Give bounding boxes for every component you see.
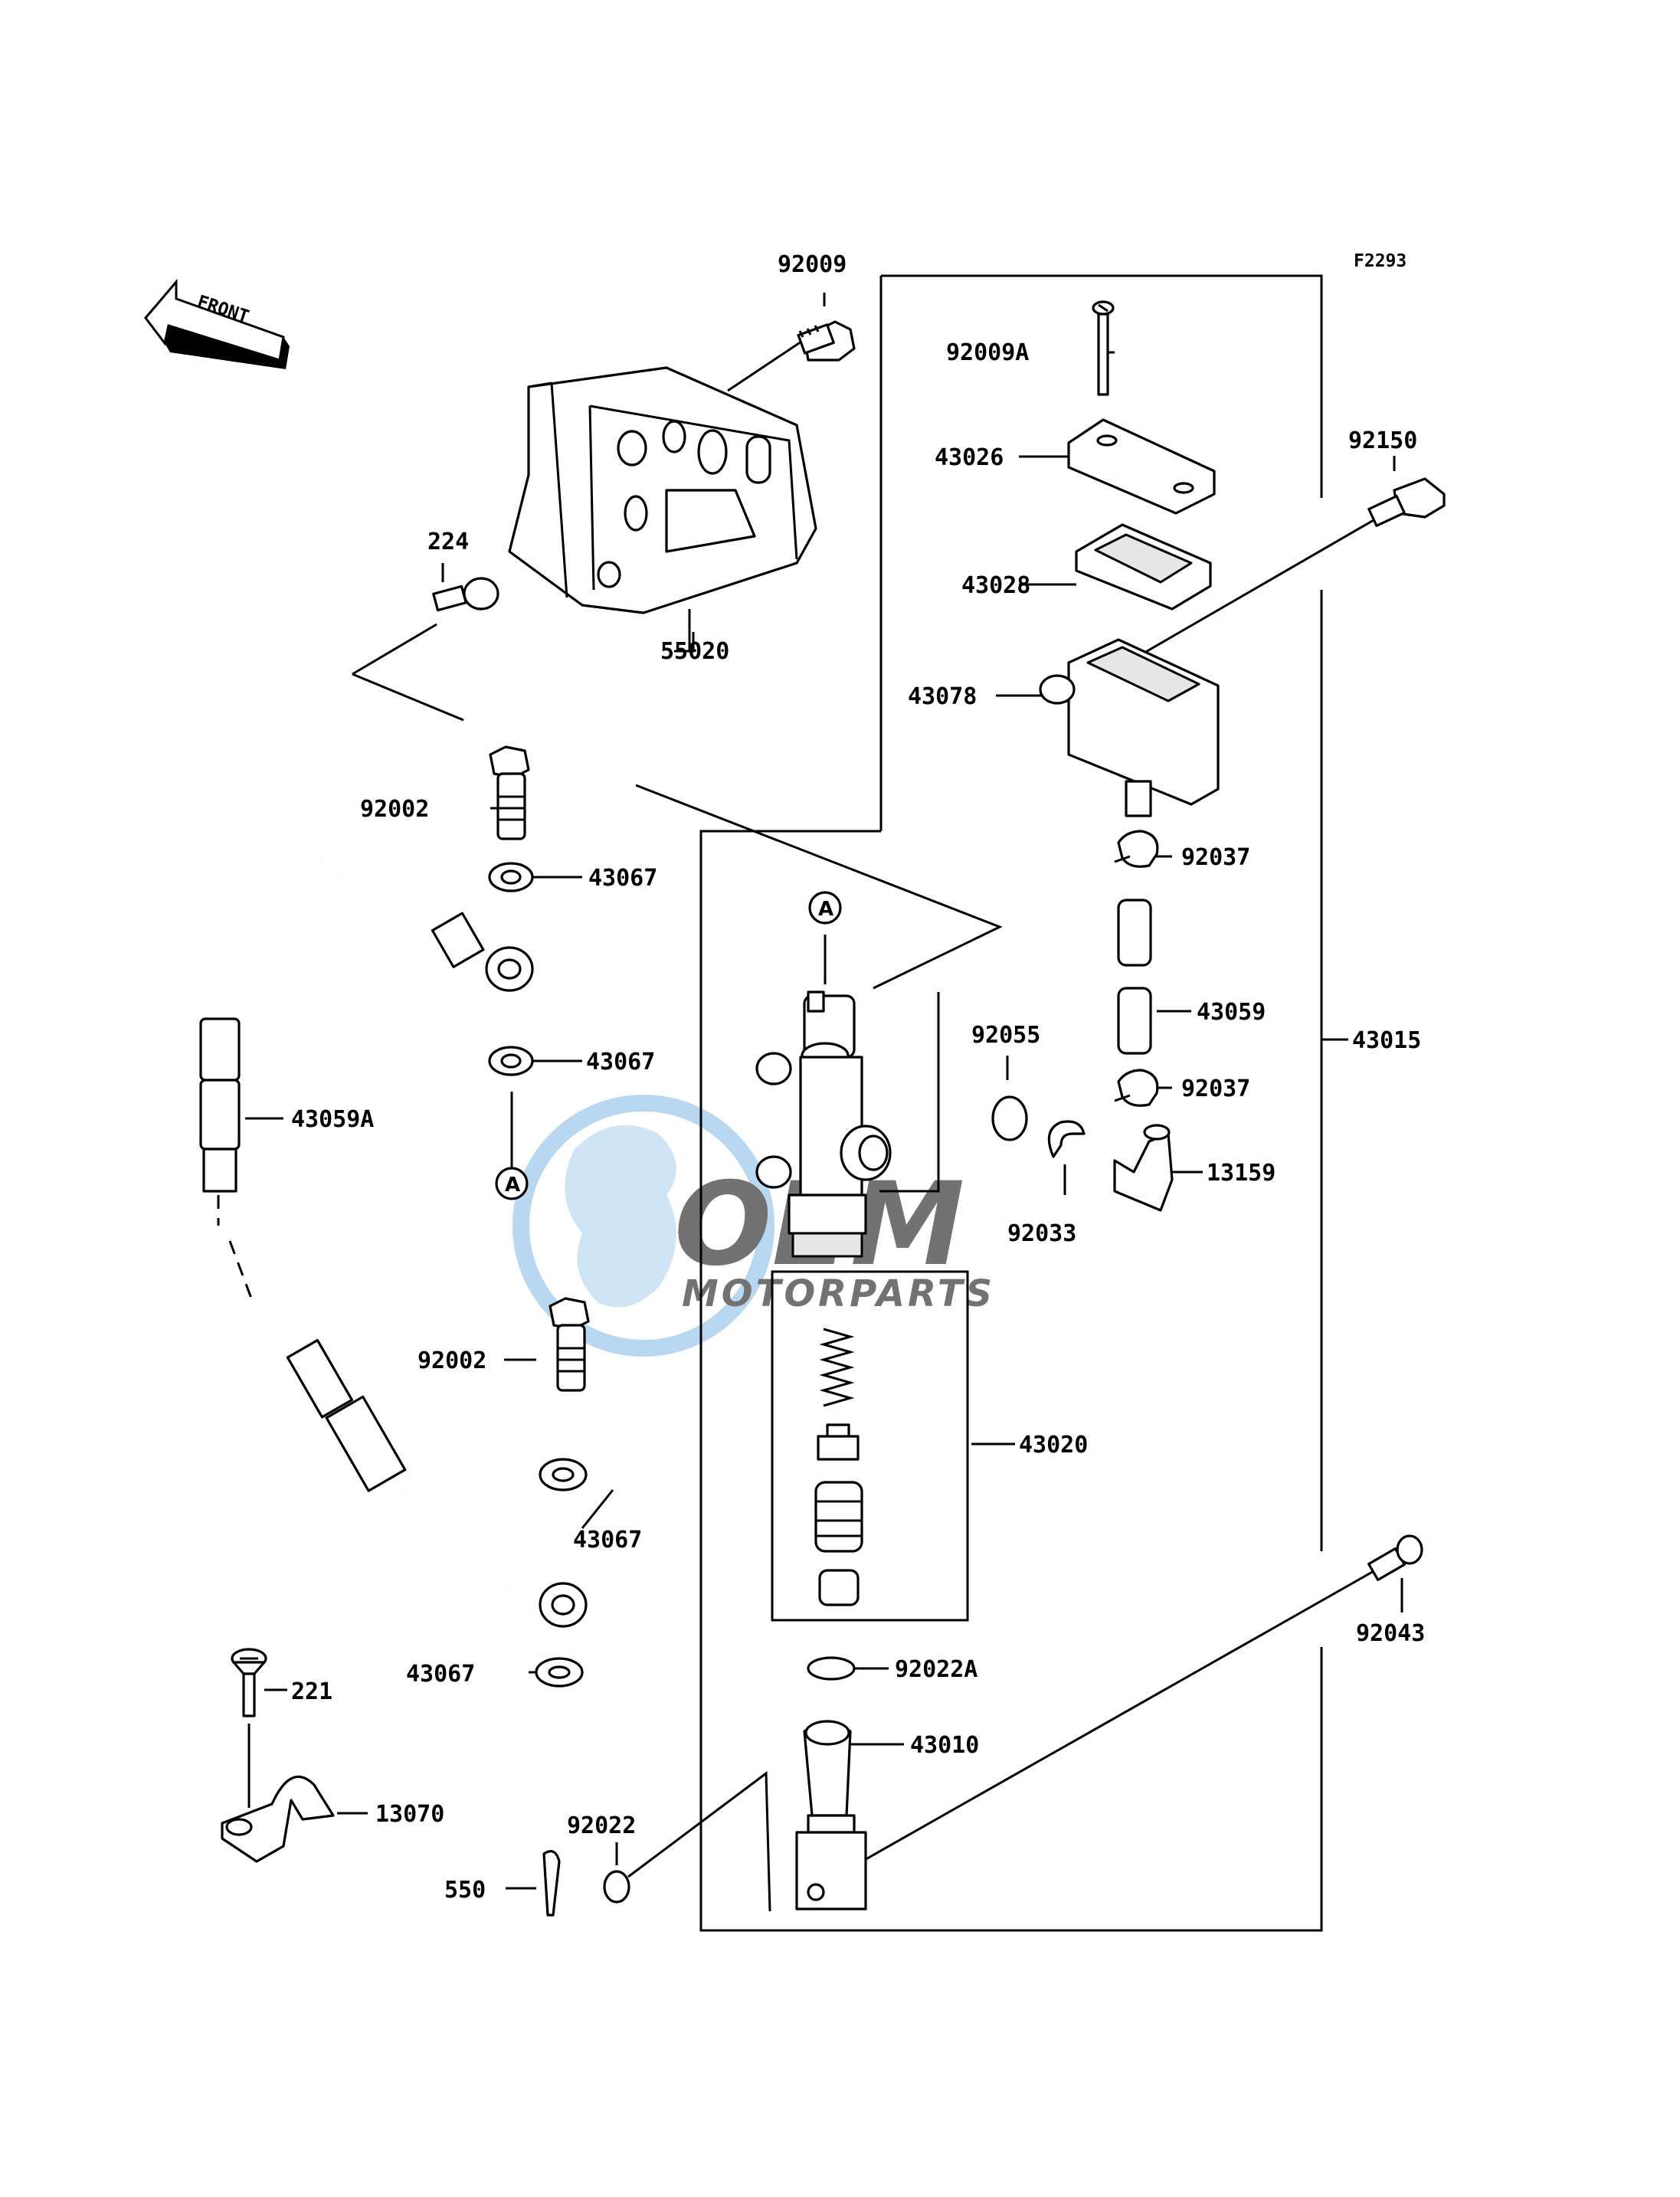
- label-13159: 13159: [1207, 1160, 1276, 1187]
- label-92150: 92150: [1348, 427, 1417, 454]
- washer-43067c: [539, 1458, 588, 1491]
- circlip-92022A: [807, 1656, 856, 1681]
- diaphragm-43028: [1075, 523, 1212, 611]
- label-550: 550: [444, 1877, 486, 1904]
- bolt-92009: [797, 320, 856, 362]
- label-92009: 92009: [778, 251, 847, 278]
- label-43028: 43028: [961, 572, 1030, 599]
- bolt-92150: [1367, 477, 1446, 527]
- svg-text:A: A: [818, 898, 833, 921]
- cotter-pin-550: [542, 1850, 561, 1917]
- screw-92009A: [1092, 300, 1115, 396]
- label-43020: 43020: [1019, 1432, 1088, 1459]
- label-43015: 43015: [1352, 1027, 1421, 1054]
- clamp-92037b: [1114, 1069, 1159, 1107]
- label-43059A: 43059A: [291, 1106, 374, 1133]
- watermark-logo: OEM MOTORPARTS: [513, 1095, 995, 1357]
- washer-92022: [603, 1870, 630, 1904]
- banjo-bolt-92002a: [489, 745, 530, 840]
- screw-221: [231, 1648, 267, 1717]
- label-92022: 92022: [567, 1812, 636, 1839]
- ref-marker-top: A: [808, 891, 842, 925]
- label-221: 221: [291, 1678, 332, 1705]
- part-labels: 92009 92009A 43026 43028 43078 92150 224…: [291, 251, 1425, 1904]
- watermark-sub: MOTORPARTS: [682, 1272, 995, 1315]
- banjo-bolt-92002b: [549, 1297, 590, 1392]
- label-43026: 43026: [935, 444, 1004, 471]
- figure-code: F2293: [1354, 251, 1407, 271]
- label-92022A: 92022A: [895, 1656, 978, 1683]
- internal-kit-43020: [814, 1328, 863, 1606]
- label-92055: 92055: [971, 1022, 1040, 1049]
- label-43010: 43010: [910, 1732, 979, 1759]
- label-224: 224: [427, 529, 469, 555]
- label-43067-1: 43067: [588, 865, 657, 892]
- label-92002-bottom: 92002: [418, 1347, 486, 1374]
- label-92037-top: 92037: [1181, 844, 1250, 871]
- o-ring-92055: [991, 1095, 1028, 1141]
- elbow-13159: [1113, 1124, 1174, 1212]
- pin-92043: [1367, 1534, 1423, 1581]
- internal-kit-box-43020: [771, 1270, 969, 1622]
- hose-43059: [1117, 899, 1152, 1055]
- label-92002-top: 92002: [360, 796, 429, 823]
- washer-43067b: [488, 1046, 534, 1076]
- cover-55020: [508, 366, 817, 614]
- washer-43067d: [535, 1657, 584, 1688]
- circlip-92033: [1047, 1120, 1086, 1158]
- front-arrow-icon: FRONT: [144, 278, 290, 369]
- ref-marker-left: A: [495, 1167, 529, 1200]
- label-43067-3: 43067: [573, 1527, 642, 1554]
- reservoir-43078: [1039, 638, 1220, 817]
- push-rod-43010: [795, 1720, 867, 1911]
- master-cylinder-body: [755, 990, 892, 1258]
- label-43067-2: 43067: [586, 1049, 655, 1076]
- assembly-frame-43015: [699, 274, 1323, 1932]
- label-92009A: 92009A: [946, 339, 1029, 366]
- label-92043: 92043: [1356, 1620, 1425, 1647]
- label-43059: 43059: [1197, 999, 1266, 1026]
- label-55020: 55020: [660, 638, 729, 665]
- hose-43059A: [199, 853, 588, 1628]
- bolt-224: [432, 577, 499, 612]
- svg-text:A: A: [505, 1174, 520, 1197]
- cap-43026: [1067, 418, 1216, 515]
- label-92033: 92033: [1007, 1220, 1076, 1247]
- clamp-92037a: [1114, 830, 1159, 868]
- washer-43067a: [488, 862, 534, 892]
- label-43078: 43078: [908, 683, 977, 710]
- label-43067-4: 43067: [406, 1661, 475, 1688]
- label-92037-bottom: 92037: [1181, 1076, 1250, 1102]
- clamp-13070: [221, 1776, 335, 1863]
- label-13070: 13070: [375, 1801, 444, 1828]
